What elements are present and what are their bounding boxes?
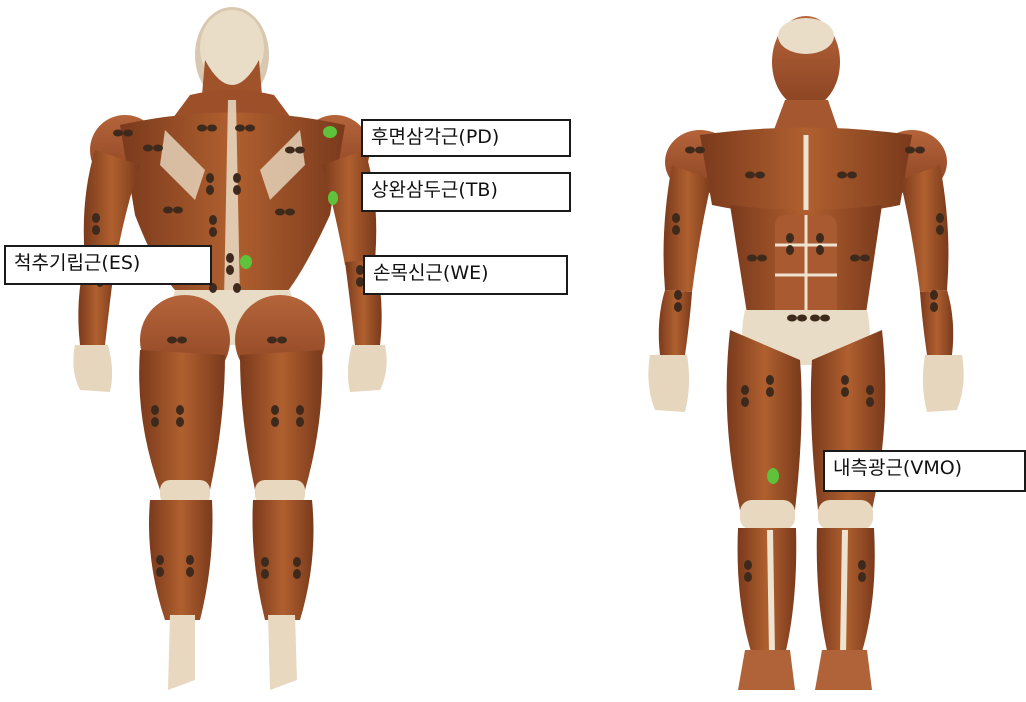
- label-wrist-extensor: 손목신근(WE): [363, 255, 568, 295]
- label-posterior-deltoid: 후면삼각근(PD): [361, 119, 571, 157]
- back-view-body: [73, 7, 386, 690]
- label-triceps-brachii: 상완삼두근(TB): [361, 172, 571, 212]
- label-vastus-medialis-oblique: 내측광근(VMO): [823, 450, 1026, 492]
- label-erector-spinae: 척추기립근(ES): [4, 245, 212, 285]
- front-view-body: [648, 16, 963, 690]
- front-electrode-highlights: [767, 468, 779, 484]
